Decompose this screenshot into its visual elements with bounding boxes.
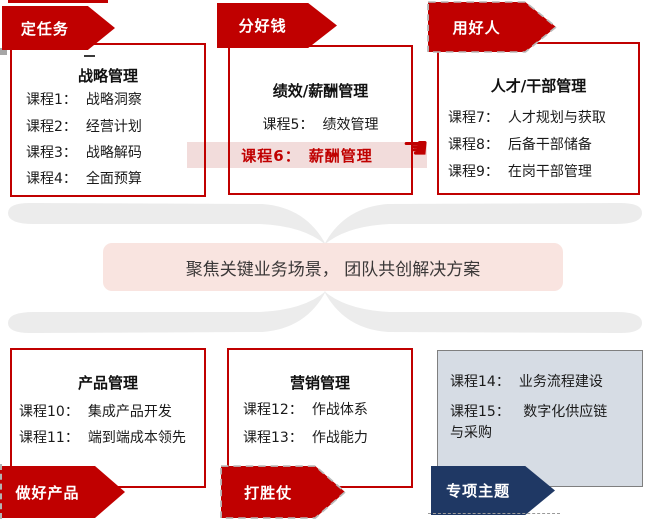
course-label: 课程1： [26, 92, 77, 108]
highlight-course-name: 薪酬管理 [308, 146, 373, 165]
box-title-strategy: 战略管理 [77, 67, 138, 85]
course-item-12: 课程12： 作战体系 [243, 400, 368, 420]
course-label: 课程13： [243, 430, 303, 446]
course-item-8: 课程8： 后备干部储备 [448, 135, 592, 155]
banner-use-people[interactable]: 用好人 [427, 1, 558, 53]
course-item-7: 课程7： 人才规划与获取 [448, 108, 606, 128]
course-name: 全面预算 [85, 171, 142, 187]
course-name: 人才规划与获取 [507, 110, 606, 126]
course-label: 课程9： [448, 164, 499, 180]
arrow-banner-shape [0, 466, 125, 518]
course-label: 课程8： [448, 137, 499, 153]
upper-brace-shape[interactable] [4, 201, 646, 247]
course-item-13: 课程13： 作战能力 [243, 428, 368, 448]
strategy-management-box[interactable] [10, 43, 206, 197]
banner-label: 用好人 [452, 18, 501, 37]
banner-win-battles[interactable]: 打胜仗 [220, 465, 347, 519]
course-name: 作战体系 [311, 402, 368, 418]
course-name: 在岗干部管理 [507, 164, 592, 180]
center-message-banner[interactable]: 聚焦关键业务场景， 团队共创解决方案 [103, 243, 563, 291]
highlight-course-label: 课程6： [241, 146, 301, 165]
banner-make-good-products[interactable]: 做好产品 [0, 466, 125, 518]
selection-dash-left [0, 464, 2, 519]
course-label: 课程12： [243, 402, 303, 418]
course-name: 集成产品开发 [87, 404, 172, 420]
course-name: 绩效管理 [322, 117, 379, 133]
banner-special-topics[interactable]: 专项主题 [431, 466, 555, 515]
arrow-banner-shape [431, 466, 555, 515]
stray-underscore [84, 55, 95, 57]
talent-cadre-box[interactable] [437, 42, 640, 195]
box-title-talent: 人才/干部管理 [490, 77, 587, 95]
course-item-14: 课程14： 业务流程建设 [450, 372, 603, 392]
course-name: 后备干部储备 [507, 137, 592, 153]
box-title-performance: 绩效/薪酬管理 [272, 82, 369, 100]
course-name: 作战能力 [311, 430, 368, 446]
course-label: 课程3： [26, 145, 77, 161]
banner-label: 定任务 [20, 19, 69, 38]
selection-handle [0, 48, 7, 55]
banner-define-tasks[interactable]: 定任务 [2, 6, 115, 50]
course-item-2: 课程2： 经营计划 [26, 117, 142, 137]
course-name: 业务流程建设 [518, 374, 603, 390]
arrow-banner-shape [217, 3, 337, 48]
course-item-15: 课程15： 数字化供应链与采购 [450, 402, 612, 444]
course-name: 战略解码 [85, 145, 142, 161]
banner-label: 打胜仗 [244, 483, 293, 502]
course-label: 课程2： [26, 119, 77, 135]
course-item-3: 课程3： 战略解码 [26, 143, 142, 163]
course-item-4: 课程4： 全面预算 [26, 169, 142, 189]
banner-label: 专项主题 [446, 482, 511, 500]
course-item-9: 课程9： 在岗干部管理 [448, 162, 592, 182]
selection-dash-bottom [428, 513, 560, 514]
banner-label: 做好产品 [15, 483, 80, 502]
lower-brace-shape[interactable] [4, 289, 646, 335]
course-item-1: 课程1： 战略洞察 [26, 90, 142, 110]
box-title-marketing: 营销管理 [289, 374, 350, 392]
banner-distribute-money[interactable]: 分好钱 [217, 3, 337, 48]
banner-label: 分好钱 [238, 17, 287, 35]
pointing-hand-icon: ☚ [402, 131, 429, 166]
course-item-10: 课程10： 集成产品开发 [19, 402, 172, 422]
course-label: 课程10： [19, 404, 79, 420]
course-label: 课程7： [448, 110, 499, 126]
arrow-banner-shape [427, 1, 558, 53]
course-item-5: 课程5： 绩效管理 [228, 115, 413, 135]
performance-compensation-box[interactable] [228, 45, 413, 195]
course-label: 课程14： [450, 374, 510, 390]
cropped-shape-strip [8, 0, 108, 3]
course-label: 课程5： [262, 117, 314, 133]
course-label: 课程4： [26, 171, 77, 187]
course-item-11: 课程11： 端到端成本领先 [19, 428, 186, 448]
course-name: 战略洞察 [85, 92, 142, 108]
course-name: 经营计划 [85, 119, 142, 135]
special-topics-box[interactable] [437, 350, 643, 487]
course-label: 课程15： [450, 404, 510, 420]
course-name: 端到端成本领先 [87, 430, 186, 446]
arrow-banner-shape [2, 6, 115, 50]
arrow-banner-shape [220, 465, 347, 519]
course-label: 课程11： [19, 430, 79, 446]
center-message-text: 聚焦关键业务场景， 团队共创解决方案 [185, 259, 481, 280]
box-title-product: 产品管理 [77, 374, 138, 392]
highlight-band-course-6[interactable]: 课程6： 薪酬管理 ☚ [187, 134, 429, 168]
course-name: 数字化供应链与采购 [450, 404, 608, 441]
